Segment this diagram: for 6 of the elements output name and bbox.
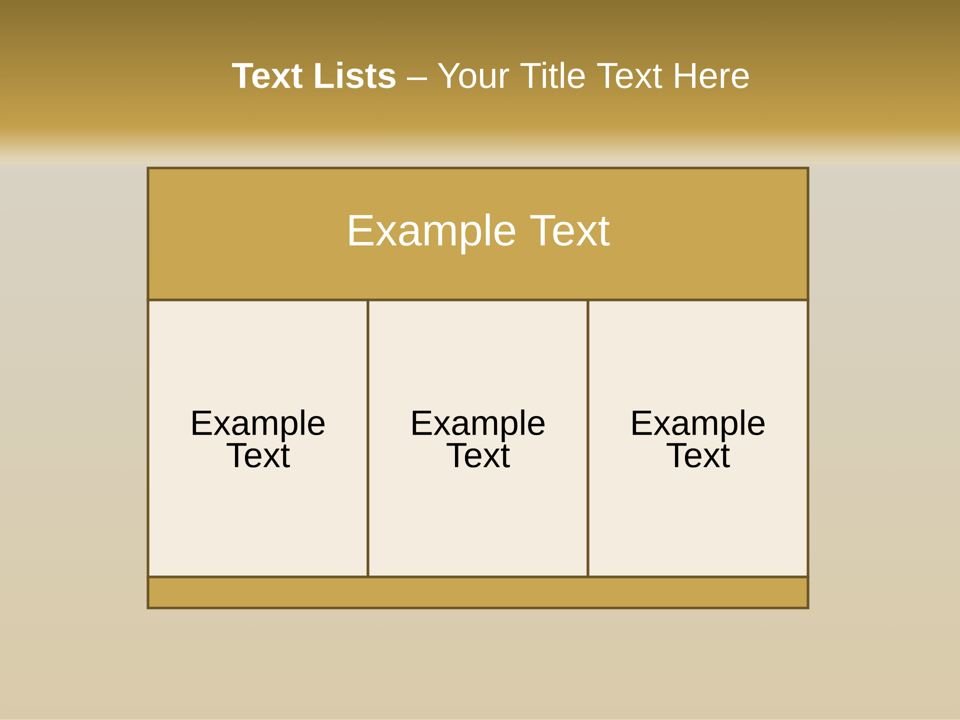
slide-title: Text Lists – Your Title Text Here [232, 62, 749, 88]
footer-bar [146, 576, 810, 610]
table-cell: Example Text [366, 298, 590, 578]
table-header: Example Text [146, 166, 810, 302]
table-cell: Example Text [586, 298, 810, 578]
table-cell: Example Text [146, 298, 370, 578]
